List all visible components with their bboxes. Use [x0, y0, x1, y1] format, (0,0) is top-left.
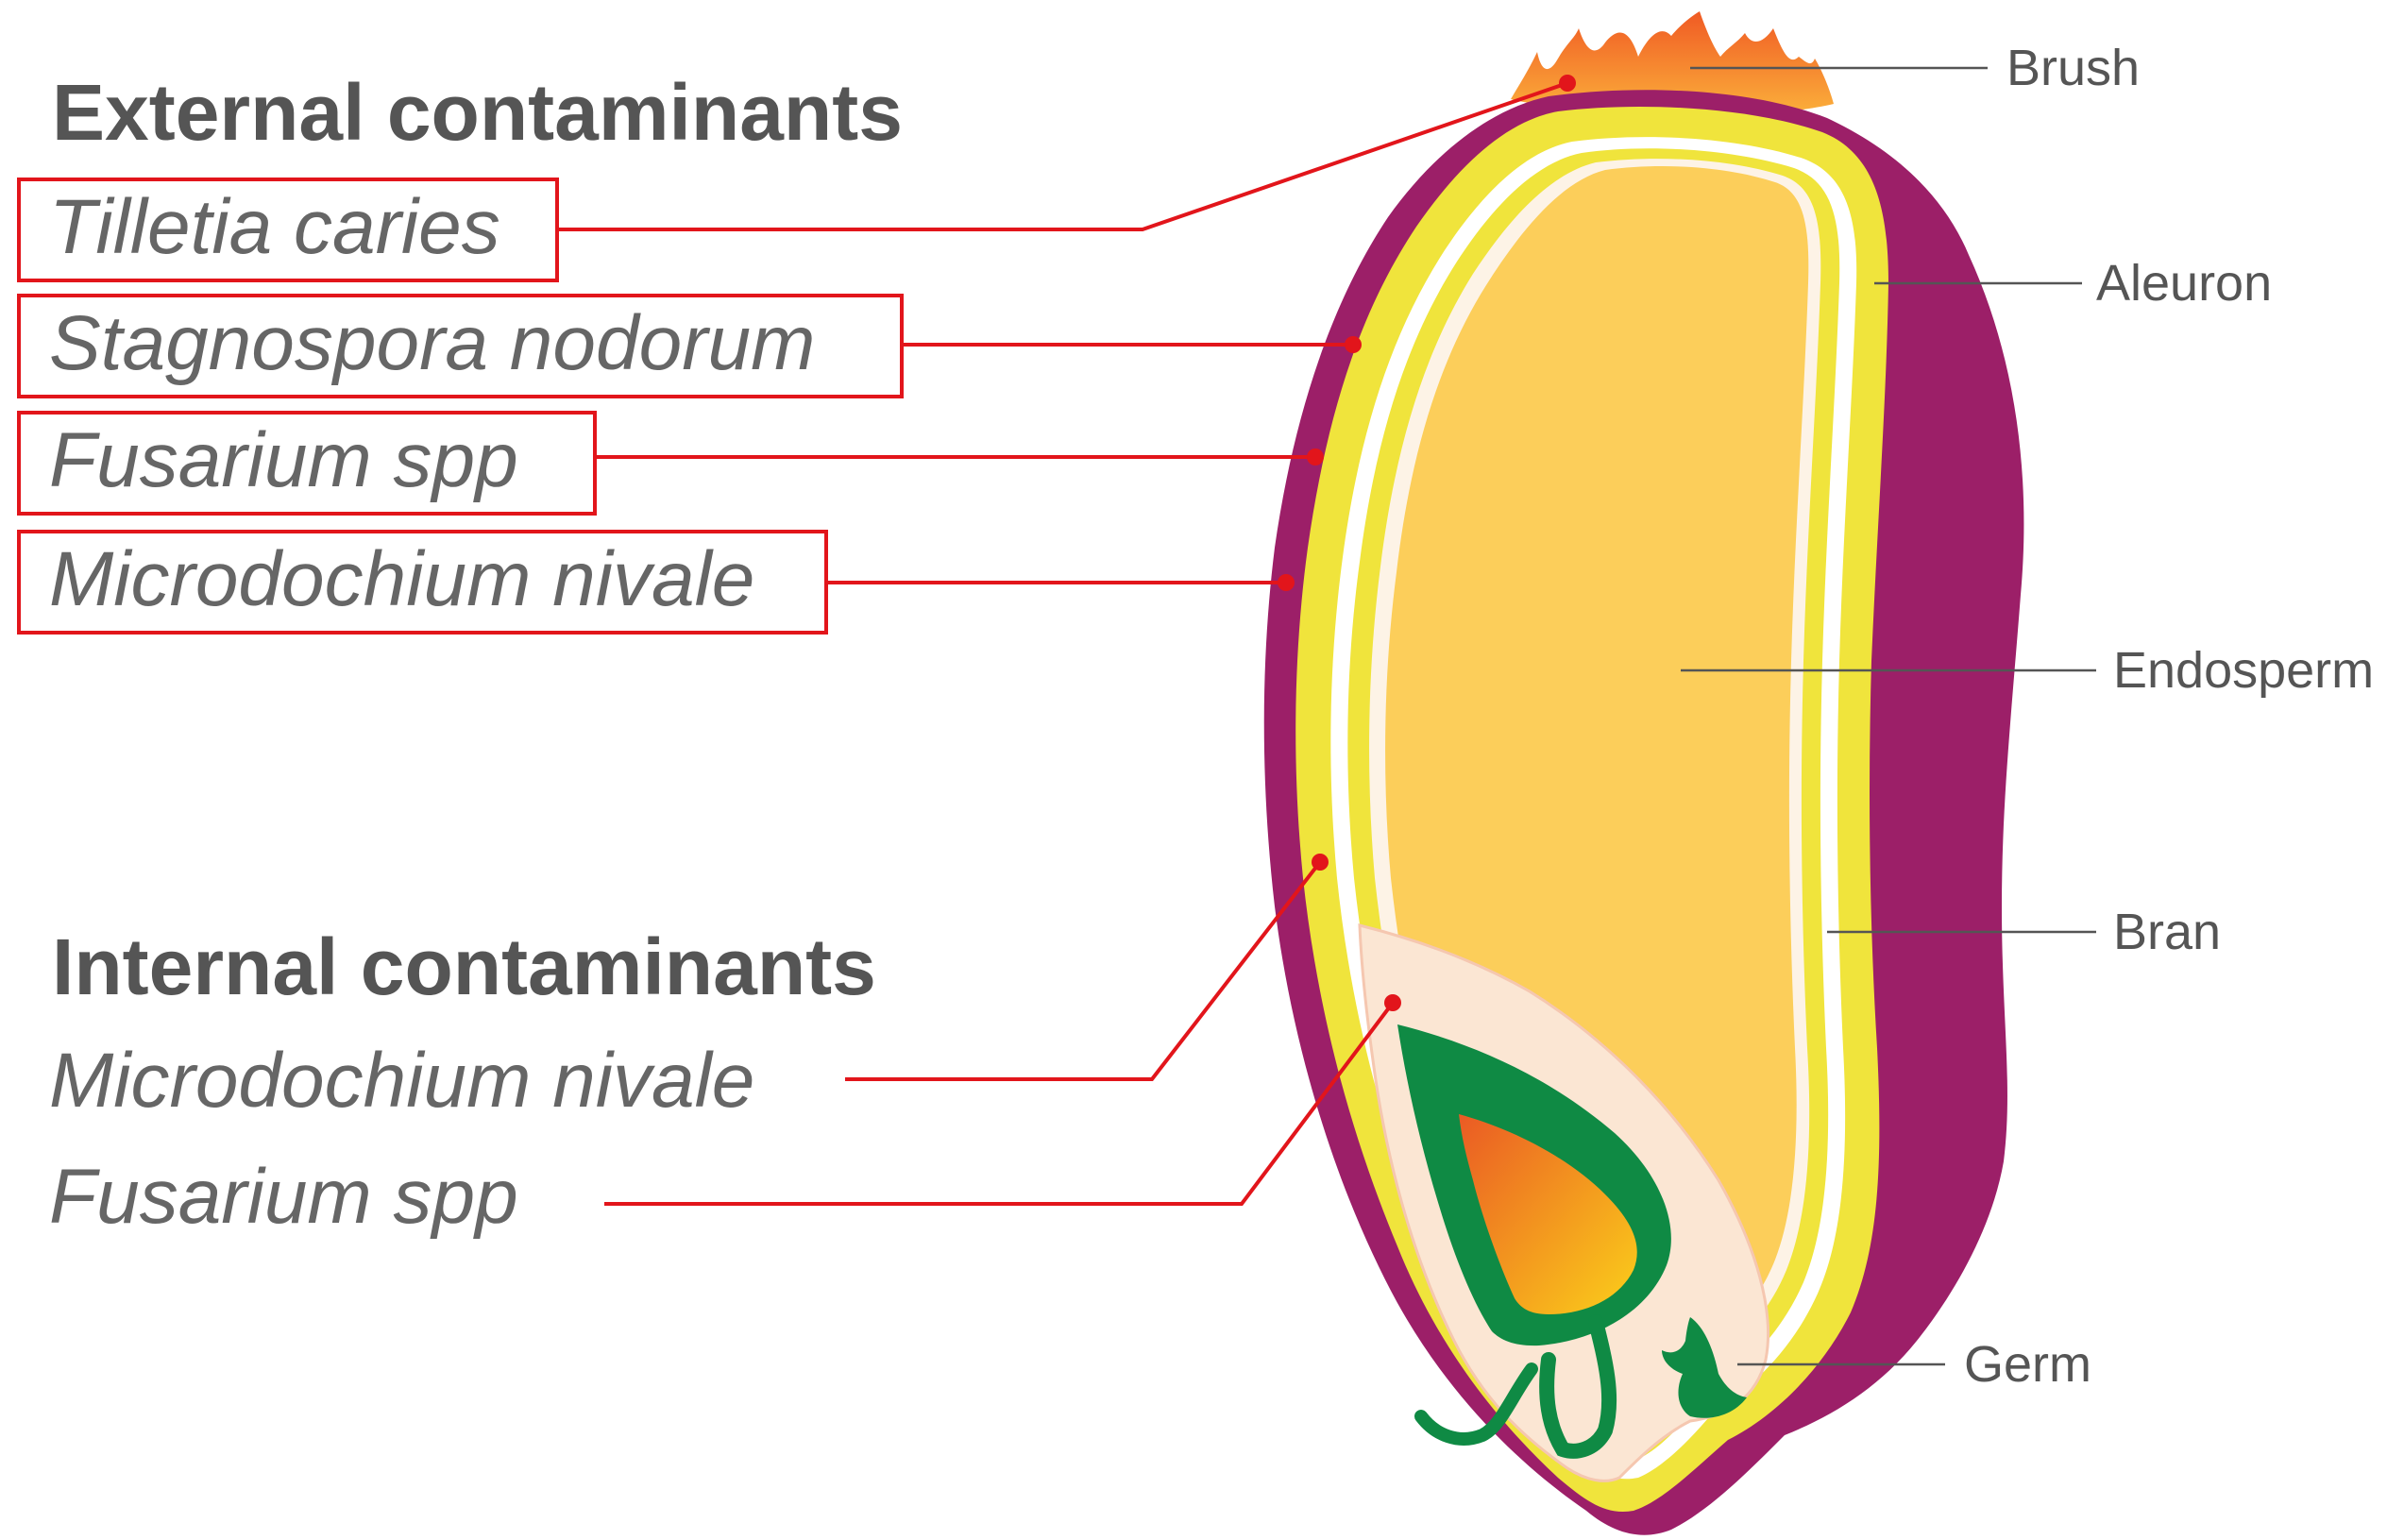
label-fusarium-internal: Fusarium spp [49, 1154, 518, 1240]
label-stagnospora-nodorum: Stagnospora nodorum [49, 300, 815, 386]
label-microdochium-internal: Microdochium nivale [49, 1038, 754, 1124]
dot-microdochium-external [1278, 574, 1295, 591]
internal-contaminants-heading: Internal contaminants [52, 922, 876, 1011]
dot-tilletia-caries [1559, 75, 1576, 92]
dot-fusarium-internal [1384, 994, 1401, 1011]
leader-microdochium-internal [845, 862, 1320, 1079]
wheat-grain [1264, 11, 2024, 1535]
internal-contaminant-list: Microdochium nivale Fusarium spp [49, 1038, 754, 1240]
dot-fusarium-external [1307, 448, 1324, 465]
label-bran: Bran [2113, 904, 2221, 960]
label-fusarium-external: Fusarium spp [49, 417, 518, 503]
label-tilletia-caries: Tilletia caries [49, 184, 500, 270]
external-contaminants-heading: External contaminants [52, 68, 903, 157]
label-endosperm: Endosperm [2113, 642, 2374, 699]
dot-microdochium-internal [1312, 854, 1329, 871]
internal-leader-lines [604, 862, 1393, 1204]
external-contaminant-list: Tilletia caries Stagnospora nodorum Fusa… [19, 179, 902, 633]
label-aleuron: Aleuron [2096, 255, 2272, 312]
dot-stagnospora-nodorum [1345, 336, 1362, 353]
label-germ: Germ [1964, 1336, 2091, 1393]
grain-part-labels: Brush Aleuron Endosperm Bran Germ [1964, 40, 2374, 1393]
label-microdochium-external: Microdochium nivale [49, 536, 754, 622]
label-brush: Brush [2006, 40, 2140, 96]
